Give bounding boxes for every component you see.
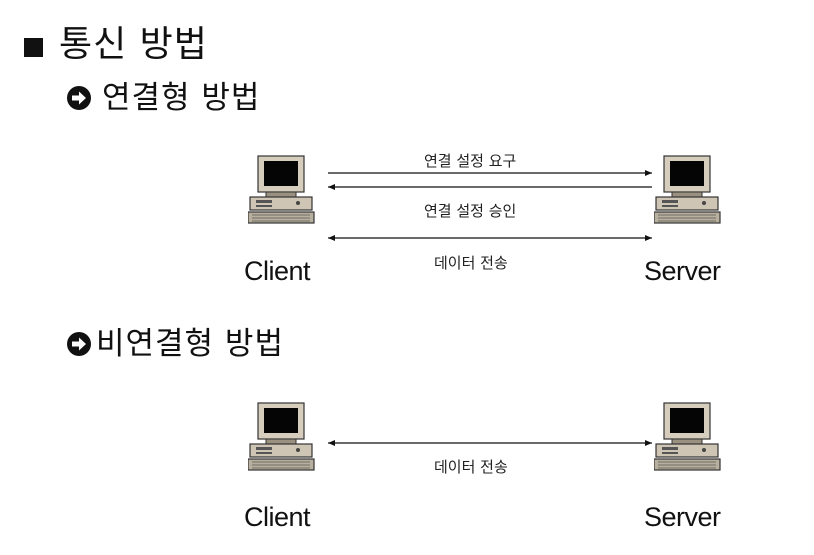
request-label: 연결 설정 요구 [424,152,517,170]
server-label: Server [644,502,721,532]
square-bullet-icon [24,37,43,57]
server-label: Server [644,256,721,286]
circled-arrow-icon [67,86,91,110]
client-computer-icon [248,155,315,224]
connection-oriented-heading-row: 연결형 방법 [66,78,260,118]
accept-label: 연결 설정 승인 [424,202,517,220]
server-computer-icon [654,155,721,224]
connection-oriented-heading: 연결형 방법 [102,80,261,116]
connectionless-heading-row: 비연결형 방법 [66,324,284,364]
server-computer-icon [654,402,721,471]
client-computer-icon [248,402,315,471]
client-label: Client [244,502,311,532]
title-row: 통신 방법 [24,22,208,68]
data-transfer-label: 데이터 전송 [434,254,508,272]
page-title: 통신 방법 [59,24,208,65]
circled-arrow-icon [67,332,91,356]
connectionless-data-label: 데이터 전송 [434,458,508,476]
connectionless-heading: 비연결형 방법 [96,326,284,362]
client-label: Client [244,256,311,286]
